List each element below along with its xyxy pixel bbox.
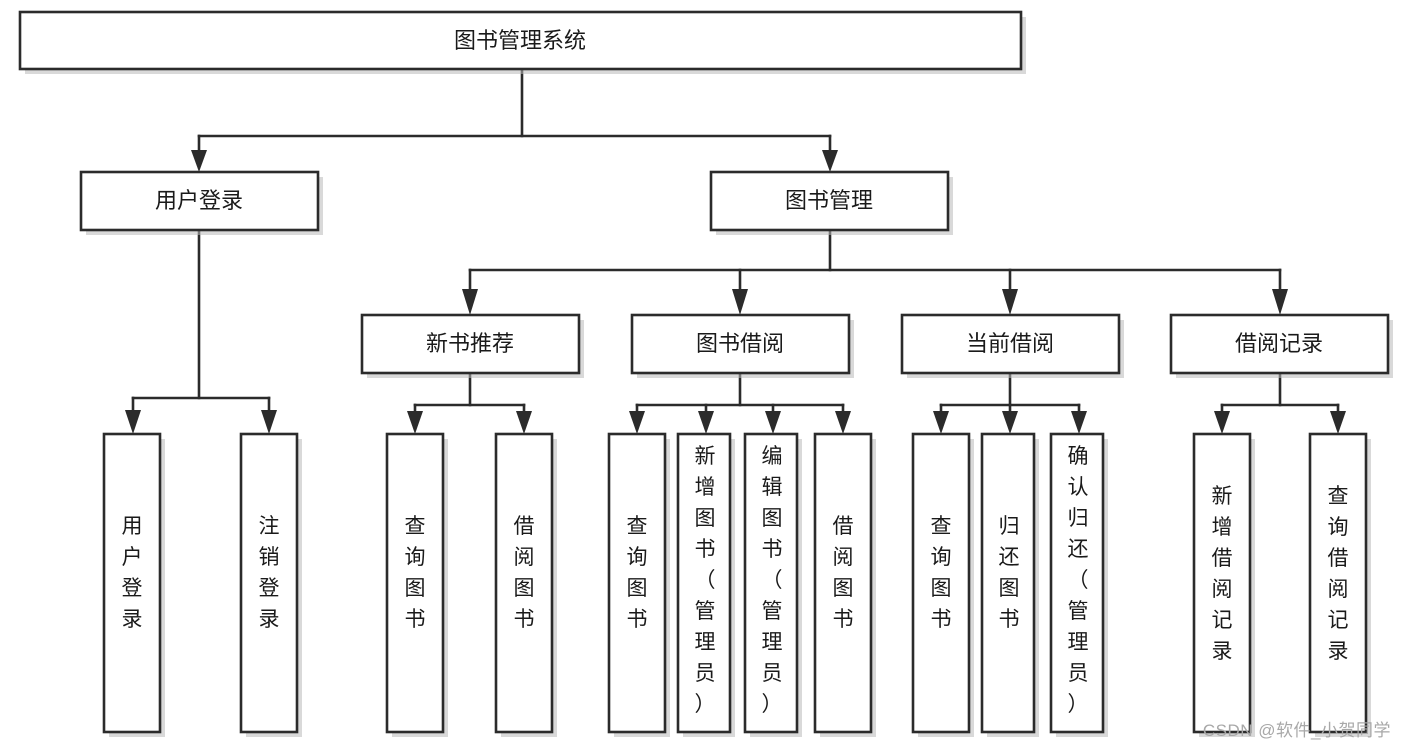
- connector-group: [125, 68, 1346, 434]
- arrow-head-leaf-query-record: [1330, 411, 1346, 434]
- node-leaf-borrow-book-1-box: [494, 432, 554, 734]
- node-leaf-logout-login[interactable]: 注销登录: [239, 432, 302, 737]
- arrow-head-current-borrow: [1002, 289, 1018, 315]
- arrow-head-new-book: [462, 289, 478, 315]
- node-leaf-add-record[interactable]: 新增借阅记录: [1192, 432, 1255, 737]
- node-leaf-edit-book[interactable]: 编辑图书（管理员）: [743, 432, 802, 737]
- arrow-head-leaf-borrow-book-2: [835, 411, 851, 434]
- node-book-manage[interactable]: 图书管理: [709, 170, 953, 235]
- node-book-borrow[interactable]: 图书借阅: [630, 313, 854, 378]
- node-leaf-query-book-1[interactable]: 查询图书: [385, 432, 448, 737]
- arrow-head-leaf-add-record: [1214, 411, 1230, 434]
- node-leaf-confirm-return[interactable]: 确认归还（管理员）: [1049, 432, 1108, 737]
- node-user-login-label: 用户登录: [155, 188, 243, 213]
- node-borrow-record-label: 借阅记录: [1235, 331, 1323, 356]
- arrow-head-user-login: [191, 150, 207, 172]
- node-leaf-borrow-book-2-label: 借阅图书: [833, 515, 854, 631]
- node-leaf-query-record[interactable]: 查询借阅记录: [1308, 432, 1371, 737]
- node-leaf-query-book-2-label: 查询图书: [627, 515, 648, 631]
- node-leaf-query-book-3-label: 查询图书: [931, 515, 952, 631]
- node-new-book-recommend[interactable]: 新书推荐: [360, 313, 584, 378]
- node-leaf-edit-book-box: [743, 432, 799, 734]
- node-user-login-box: [79, 170, 320, 232]
- node-leaf-query-record-box: [1308, 432, 1368, 734]
- node-book-borrow-label: 图书借阅: [696, 331, 784, 356]
- arrow-head-leaf-user-login: [125, 410, 141, 434]
- node-leaf-borrow-book-1[interactable]: 借阅图书: [494, 432, 557, 737]
- node-user-login[interactable]: 用户登录: [79, 170, 323, 235]
- node-leaf-query-record-label: 查询借阅记录: [1328, 485, 1349, 663]
- node-leaf-edit-book-label: 编辑图书（管理员）: [762, 445, 783, 716]
- node-current-borrow-label: 当前借阅: [966, 331, 1054, 356]
- arrow-head-leaf-return-book: [1002, 411, 1018, 434]
- node-leaf-borrow-book-2-box: [813, 432, 873, 734]
- node-leaf-logout-login-label: 注销登录: [259, 515, 280, 631]
- node-root-box: [18, 10, 1023, 71]
- node-borrow-record[interactable]: 借阅记录: [1169, 313, 1393, 378]
- node-leaf-add-book-label: 新增图书（管理员）: [695, 445, 716, 716]
- node-leaf-add-book-box: [676, 432, 732, 734]
- arrow-head-leaf-edit-book: [765, 411, 781, 434]
- node-leaf-return-book[interactable]: 归还图书: [980, 432, 1039, 737]
- node-leaf-add-book[interactable]: 新增图书（管理员）: [676, 432, 735, 737]
- node-leaf-query-book-2[interactable]: 查询图书: [607, 432, 670, 737]
- node-current-borrow-box: [900, 313, 1121, 375]
- arrow-head-book-manage: [822, 150, 838, 172]
- arrow-head-borrow-record: [1272, 289, 1288, 315]
- node-leaf-confirm-return-label: 确认归还（管理员）: [1068, 445, 1089, 716]
- arrow-head-leaf-query-book-1: [407, 411, 423, 434]
- arrow-head-leaf-borrow-book-1: [516, 411, 532, 434]
- node-leaf-add-record-box: [1192, 432, 1252, 734]
- node-root-label: 图书管理系统: [454, 28, 586, 53]
- arrow-head-leaf-add-book: [698, 411, 714, 434]
- arrow-head-leaf-query-book-2: [629, 411, 645, 434]
- arrow-head-book-borrow: [732, 289, 748, 315]
- node-root[interactable]: 图书管理系统: [18, 10, 1026, 74]
- node-leaf-logout-login-box: [239, 432, 299, 734]
- arrow-head-leaf-query-book-3: [933, 411, 949, 434]
- node-leaf-return-book-box: [980, 432, 1036, 734]
- node-leaf-confirm-return-box: [1049, 432, 1105, 734]
- arrow-head-leaf-logout-login: [261, 410, 277, 434]
- node-new-book-recommend-box: [360, 313, 581, 375]
- node-leaf-add-record-label: 新增借阅记录: [1212, 485, 1233, 663]
- node-book-manage-box: [709, 170, 950, 232]
- node-leaf-query-book-1-label: 查询图书: [405, 515, 426, 631]
- node-book-borrow-box: [630, 313, 851, 375]
- node-leaf-borrow-book-2[interactable]: 借阅图书: [813, 432, 876, 737]
- node-leaf-query-book-3[interactable]: 查询图书: [911, 432, 974, 737]
- node-current-borrow[interactable]: 当前借阅: [900, 313, 1124, 378]
- node-leaf-query-book-2-box: [607, 432, 667, 734]
- node-leaf-return-book-label: 归还图书: [999, 515, 1020, 631]
- node-leaf-borrow-book-1-label: 借阅图书: [514, 515, 535, 631]
- node-leaf-query-book-3-box: [911, 432, 971, 734]
- node-borrow-record-box: [1169, 313, 1390, 375]
- node-new-book-recommend-label: 新书推荐: [426, 331, 514, 356]
- node-leaf-user-login-box: [102, 432, 162, 734]
- node-leaf-query-book-1-box: [385, 432, 445, 734]
- node-book-manage-label: 图书管理: [785, 188, 873, 213]
- arrow-head-leaf-confirm-return: [1071, 411, 1087, 434]
- node-leaf-user-login-label: 用户登录: [122, 515, 143, 631]
- node-leaf-user-login[interactable]: 用户登录: [102, 432, 165, 737]
